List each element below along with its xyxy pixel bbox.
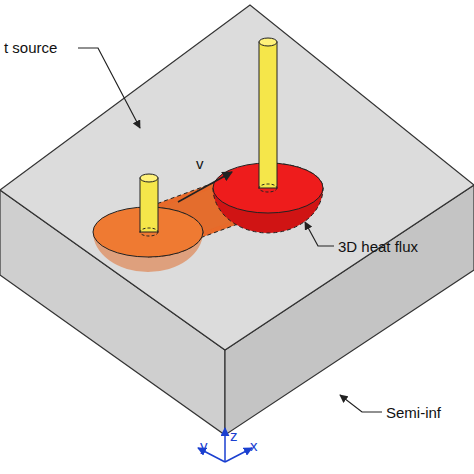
axis-label: y	[200, 438, 208, 453]
velocity-label: v	[196, 156, 204, 171]
heat-source-rod-top	[140, 174, 158, 182]
x-axis	[225, 448, 252, 462]
callout-label: Semi-inf	[386, 405, 441, 420]
velocity-arrow	[178, 172, 232, 202]
leader-line	[305, 222, 334, 246]
leader-line	[340, 395, 382, 412]
callout-label: t source	[4, 40, 57, 55]
callout-label: 3D heat flux	[338, 239, 418, 254]
heat-source-rod-base	[259, 184, 277, 192]
heat-source-rod	[259, 42, 277, 188]
axis-label: z	[230, 428, 238, 443]
z-axis	[224, 428, 226, 462]
axis-label: x	[250, 438, 258, 453]
heat-source-rod-top	[259, 38, 277, 46]
heat-source-rod	[140, 178, 158, 232]
leader-line	[78, 48, 140, 128]
heat-source-rod-base	[140, 228, 158, 236]
slab-top-face	[0, 5, 474, 350]
